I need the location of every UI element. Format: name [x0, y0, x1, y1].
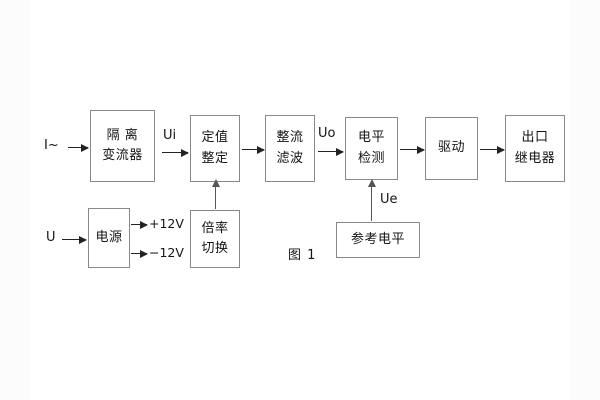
block-line: 滤波 — [276, 150, 304, 166]
block-level-detection[interactable]: 电平 检测 — [345, 117, 398, 180]
block-reference-level[interactable]: 参考电平 — [336, 222, 420, 258]
signal-ue-arrow — [367, 179, 376, 221]
setting-to-rectify-arrow — [242, 145, 265, 154]
current-input-label: I~ — [44, 138, 59, 153]
rail-positive-arrow — [131, 220, 148, 229]
block-rectify-filter[interactable]: 整流 滤波 — [265, 115, 315, 182]
block-line: 切换 — [201, 241, 229, 256]
block-line: 电平 — [357, 130, 385, 146]
multiplier-to-setting-arrow — [211, 179, 220, 209]
block-line: 驱动 — [437, 140, 465, 156]
right-edge-band — [570, 0, 600, 400]
block-line: 隔 离 — [106, 127, 139, 143]
left-edge-band — [0, 0, 30, 400]
block-drive[interactable]: 驱动 — [425, 117, 478, 180]
figure-caption: 图 1 — [288, 248, 317, 263]
current-input-arrow — [68, 143, 89, 152]
block-line: 电源 — [95, 229, 123, 245]
block-line: 变流器 — [102, 148, 143, 163]
voltage-input-arrow — [62, 235, 87, 244]
block-line: 继电器 — [514, 150, 556, 166]
rail-positive-label: +12V — [149, 216, 184, 231]
rail-negative-label: −12V — [149, 245, 184, 260]
block-power-supply[interactable]: 电源 — [88, 208, 130, 268]
voltage-input-label: U — [46, 230, 56, 245]
block-multiplier-switch[interactable]: 倍率 切换 — [190, 210, 240, 268]
signal-uo-arrow — [318, 147, 344, 156]
signal-ui-label: Ui — [163, 128, 177, 143]
block-line: 整定 — [201, 150, 229, 166]
rail-negative-arrow — [131, 249, 148, 258]
drive-to-relay-arrow — [480, 145, 505, 154]
block-setting-value[interactable]: 定值 整定 — [190, 115, 240, 182]
block-line: 整流 — [276, 130, 304, 146]
signal-ui-arrow — [162, 148, 189, 157]
block-line: 定值 — [201, 130, 229, 146]
block-output-relay[interactable]: 出口 继电器 — [505, 115, 565, 182]
block-isolation-transformer[interactable]: 隔 离 变流器 — [90, 110, 155, 182]
block-line: 参考电平 — [350, 231, 405, 247]
block-line: 倍率 — [201, 220, 229, 236]
level-to-drive-arrow — [400, 145, 425, 154]
block-line: 检测 — [357, 150, 385, 166]
block-line: 出口 — [521, 130, 549, 146]
signal-ue-label: Ue — [380, 192, 398, 207]
signal-uo-label: Uo — [318, 126, 336, 141]
